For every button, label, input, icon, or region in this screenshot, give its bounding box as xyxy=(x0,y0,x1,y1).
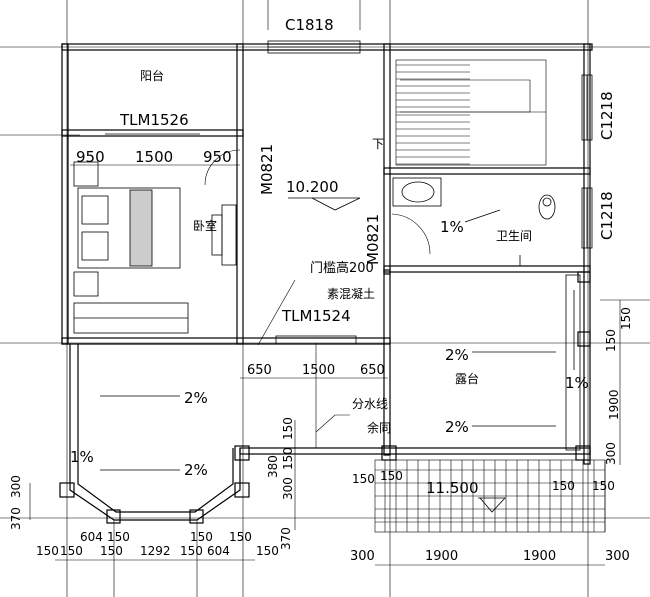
window-bath xyxy=(581,187,593,249)
dim-bedroom-1: 950 xyxy=(76,148,105,166)
window-stair xyxy=(581,74,593,141)
slope-terrace-bottom: 2% xyxy=(445,418,469,436)
dim-bay-150d: 150 xyxy=(100,544,123,558)
slope-bay-bottom: 2% xyxy=(184,461,208,479)
dim-mid-300: 300 xyxy=(281,477,295,500)
door-bath-label: M0821 xyxy=(364,214,382,265)
concrete-note: 素混凝土 xyxy=(327,286,375,301)
walls xyxy=(61,43,593,521)
dim-bay-604b: 604 xyxy=(207,544,230,558)
dim-bay-150e: 150 xyxy=(180,544,203,558)
dim-bay-604a: 604 xyxy=(80,530,103,544)
roof-tiles xyxy=(374,459,606,533)
slope-bay-top: 2% xyxy=(184,389,208,407)
stair-outline xyxy=(395,59,547,166)
window-top xyxy=(267,40,361,54)
dim-bay-150c: 150 xyxy=(107,530,130,544)
dim-hall-1: 650 xyxy=(247,363,272,378)
dim-roof-300b: 300 xyxy=(605,549,630,564)
dim-roof-overhang-3: 150 xyxy=(552,479,575,493)
dim-mid-150b: 150 xyxy=(281,447,295,470)
dim-right-300: 300 xyxy=(604,442,618,465)
dim-right-1900: 1900 xyxy=(607,389,621,420)
dim-roof-overhang-2: 150 xyxy=(380,469,403,483)
desk-icon xyxy=(211,204,237,266)
dim-mid-380: 380 xyxy=(266,455,280,478)
door-balcony-label: TLM1526 xyxy=(119,111,189,129)
slope-terrace-side: 1% xyxy=(565,374,589,392)
dim-left-300: 300 xyxy=(9,475,23,498)
wardrobe-icon xyxy=(73,302,189,334)
bed-icon xyxy=(73,161,181,297)
dim-left-370: 370 xyxy=(9,507,23,530)
door-terrace-label: TLM1524 xyxy=(281,307,351,325)
stairs xyxy=(395,59,547,166)
slope-bay-side: 1% xyxy=(70,448,94,466)
room-bathroom: 卫生间 xyxy=(496,229,532,243)
slope-terrace-top: 2% xyxy=(445,346,469,364)
dim-bedroom-3: 950 xyxy=(203,148,232,166)
dim-bay-150a: 150 xyxy=(36,544,59,558)
dim-roof-1900a: 1900 xyxy=(425,549,458,564)
dim-right-150a: 150 xyxy=(619,307,633,330)
door-swing xyxy=(204,149,241,186)
stair-arrow xyxy=(400,79,531,113)
dim-mid-370: 370 xyxy=(279,527,293,550)
ridge-line-note: 分水线 xyxy=(352,397,388,411)
window-top-label: C1818 xyxy=(285,16,334,34)
dim-bay-150k: 150 xyxy=(256,544,279,558)
door-swing xyxy=(391,213,431,255)
dim-roof-overhang-1: 150 xyxy=(352,472,375,486)
elevation-floor: 10.200 xyxy=(286,178,339,196)
dim-bedroom-2: 1500 xyxy=(135,148,173,166)
dim-roof-300a: 300 xyxy=(350,549,375,564)
room-terrace: 露台 xyxy=(455,371,479,386)
dim-mid-150a: 150 xyxy=(281,417,295,440)
dim-roof-1900b: 1900 xyxy=(523,549,556,564)
dim-right-150b: 150 xyxy=(604,329,618,352)
slope-bath: 1% xyxy=(440,218,464,236)
room-balcony: 阳台 xyxy=(140,68,164,83)
door-bedroom-label: M0821 xyxy=(258,144,276,195)
sink-icon xyxy=(392,177,442,207)
threshold-note: 门槛高200 xyxy=(310,260,374,276)
dim-bay-1292: 1292 xyxy=(140,544,171,558)
dim-bay-150j: 150 xyxy=(229,530,252,544)
window-stair-label: C1218 xyxy=(598,91,616,140)
window-bath-label: C1218 xyxy=(598,191,616,240)
elevation-roof: 11.500 xyxy=(426,479,479,497)
dim-roof-overhang-4: 150 xyxy=(592,479,615,493)
dim-hall-3: 650 xyxy=(360,363,385,378)
dim-bay-150f: 150 xyxy=(190,530,213,544)
room-bedroom: 卧室 xyxy=(193,218,217,233)
dim-hall-2: 1500 xyxy=(302,363,335,378)
stair-down-label: 下 xyxy=(372,137,384,151)
squat-toilet-icon xyxy=(538,194,556,220)
elevation-marker xyxy=(288,197,361,211)
same-elsewhere-note: 余同 xyxy=(367,420,391,435)
dim-bay-150b: 150 xyxy=(60,544,83,558)
